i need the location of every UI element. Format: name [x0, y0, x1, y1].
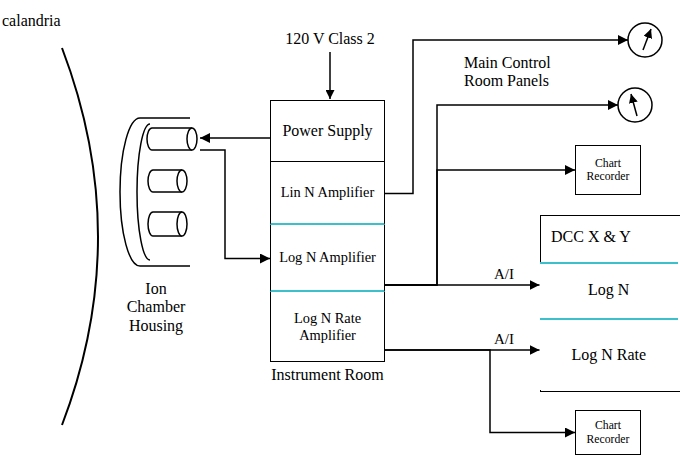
node-label: Log N Amplifier [275, 249, 380, 266]
amplifier-box: Lin N Amplifier [270, 162, 385, 225]
node-label: Instrument Room [270, 366, 385, 384]
part-name: calandria [2, 12, 102, 30]
chart-recorder-box: Chart Recorder [575, 145, 641, 195]
panel-meter [618, 88, 652, 122]
signal-connector [200, 150, 270, 259]
node-label: DCC X & Y [551, 228, 676, 246]
control-room-panels: Main Control Room Panels [458, 14, 670, 129]
signal-connector [200, 137, 270, 139]
node-label: Ion Chamber Housing [121, 280, 191, 335]
node-label: Log N Rate Amplifier [271, 310, 384, 343]
node-label: Chart Recorder [576, 419, 640, 446]
supply-label: 120 V Class 2 [270, 30, 390, 48]
amplifier-box: Log N Amplifier [270, 225, 385, 292]
supply-feed-arrow [329, 52, 331, 99]
node-label: Main Control Room Panels [464, 54, 572, 91]
instrument-room-group: Instrument Room Power SupplyLin N Amplifi… [270, 100, 385, 400]
signal-type-label: A/I [492, 331, 516, 348]
node-label: Chart Recorder [576, 157, 640, 184]
signal-type-label: A/I [492, 266, 516, 283]
chart-recorder-box: Chart Recorder [575, 410, 641, 455]
ion-chamber-housing: Ion Chamber Housing [112, 112, 200, 347]
signal-connector [385, 284, 540, 286]
dcc-input-box: Log N [540, 262, 679, 318]
ion-chamber-housing-drawing [120, 118, 197, 266]
power-supply-box: Power Supply [270, 100, 385, 162]
panel-meter [628, 23, 662, 57]
calandria-wall [62, 48, 98, 425]
node-label: Log N Rate [567, 346, 650, 364]
dcc-computer-box: DCC X & Y Log N Log N Rate [540, 215, 680, 392]
node-label: Power Supply [278, 122, 376, 140]
amplifier-box: Log N Rate Amplifier [270, 292, 385, 362]
dcc-input-box: Log N Rate [540, 318, 679, 391]
node-label: Log N [584, 281, 633, 299]
node-label: Lin N Amplifier [277, 184, 379, 201]
